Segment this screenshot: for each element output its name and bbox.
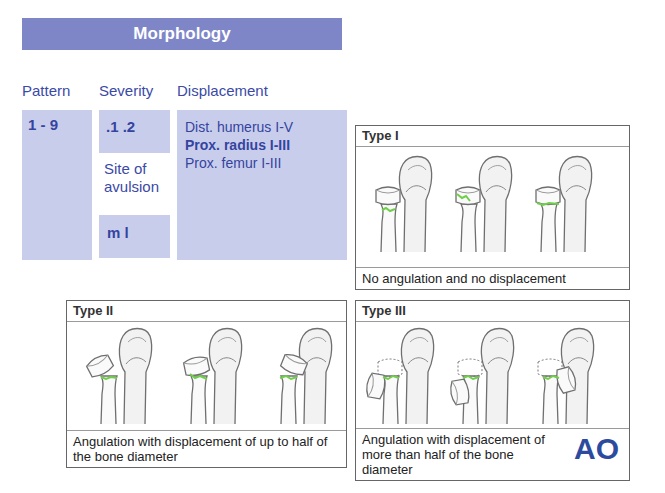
title-text: Morphology xyxy=(22,18,342,50)
category-panel: Site of avulsion m l xyxy=(99,160,170,258)
ulna-bone xyxy=(481,329,513,425)
original-head-outline xyxy=(458,359,482,377)
fracture-line xyxy=(463,376,479,379)
fracture-line xyxy=(382,208,395,211)
column-heading: Severity xyxy=(99,82,170,110)
panel-fill: m l xyxy=(99,215,170,258)
logo-mark: AO xyxy=(574,434,619,464)
bone-figure xyxy=(85,329,151,425)
panel-text: m l xyxy=(107,224,162,242)
ulna-bone xyxy=(399,157,431,253)
bone-figure xyxy=(538,329,594,425)
panel-fill: .1 .2 xyxy=(99,110,170,153)
type-caption: Angulation with displacement of up to ha… xyxy=(67,430,346,467)
column-heading: Displacement xyxy=(177,82,347,110)
radius-head xyxy=(449,379,470,406)
radius-shaft xyxy=(281,376,297,424)
ulna-bone xyxy=(119,329,151,425)
radius-head xyxy=(555,366,578,394)
radius-head xyxy=(456,187,480,205)
column-heading: Pattern xyxy=(22,82,92,110)
panel-fill: 1 - 9 xyxy=(22,110,92,260)
radius-shaft xyxy=(381,204,397,252)
ulna-bone xyxy=(299,329,331,425)
radius-head xyxy=(536,187,560,205)
panel-fill: Dist. humerus I-VProx. radius I-IIIProx.… xyxy=(177,110,347,260)
type-title: Type II xyxy=(67,301,346,322)
fracture-line xyxy=(537,203,559,205)
category-panel: DisplacementDist. humerus I-VProx. radiu… xyxy=(177,82,347,260)
panel-text: Prox. femur I-III xyxy=(185,154,339,172)
illustration-area xyxy=(67,322,346,430)
ulna-bone xyxy=(479,157,511,253)
category-panel: Pattern 1 - 9 xyxy=(22,82,92,260)
radius-shaft xyxy=(101,376,117,424)
fracture-line xyxy=(280,376,297,379)
type-caption: No angulation and no displacement xyxy=(356,267,629,289)
illustration-area xyxy=(356,322,629,428)
bone-figure xyxy=(183,329,242,425)
bone-figure xyxy=(456,157,512,253)
type-title: Type I xyxy=(356,126,629,147)
fracture-line xyxy=(190,374,207,379)
category-panel: Severity .1 .2 xyxy=(99,82,170,153)
panel-text: Prox. radius I-III xyxy=(185,136,339,154)
radius-head xyxy=(376,187,400,205)
fracture-line xyxy=(101,377,117,379)
bone-figure xyxy=(376,157,432,253)
illustration-area xyxy=(356,147,629,267)
radius-head xyxy=(183,355,210,377)
type-box: Type I No angulation and no displacement xyxy=(355,125,630,290)
ulna-bone xyxy=(401,329,433,425)
bone-figure xyxy=(280,329,332,425)
header-bar: Morphology xyxy=(22,18,342,50)
ulna-bone xyxy=(559,157,591,253)
radius-shaft xyxy=(541,204,557,252)
bone-figure xyxy=(449,329,514,425)
radius-head xyxy=(85,352,114,379)
radius-shaft xyxy=(461,204,477,252)
type-box: Type II Angulation with displacement of u… xyxy=(66,300,347,468)
ulna-bone xyxy=(209,329,241,425)
original-head-outline xyxy=(378,359,402,377)
fracture-line xyxy=(543,376,559,379)
type-title: Type III xyxy=(356,301,629,322)
radius-shaft xyxy=(543,376,559,424)
radius-shaft xyxy=(191,376,207,424)
panel-text: Dist. humerus I-V xyxy=(185,118,339,136)
bone-figure xyxy=(365,329,434,425)
radius-head xyxy=(280,352,309,377)
fracture-line xyxy=(383,376,399,379)
column-heading: Site of avulsion xyxy=(99,160,170,215)
panel-text: 1 - 9 xyxy=(28,116,86,134)
panel-text: .1 .2 xyxy=(106,118,163,136)
bone-figure xyxy=(536,157,592,253)
fracture-line xyxy=(457,194,470,201)
